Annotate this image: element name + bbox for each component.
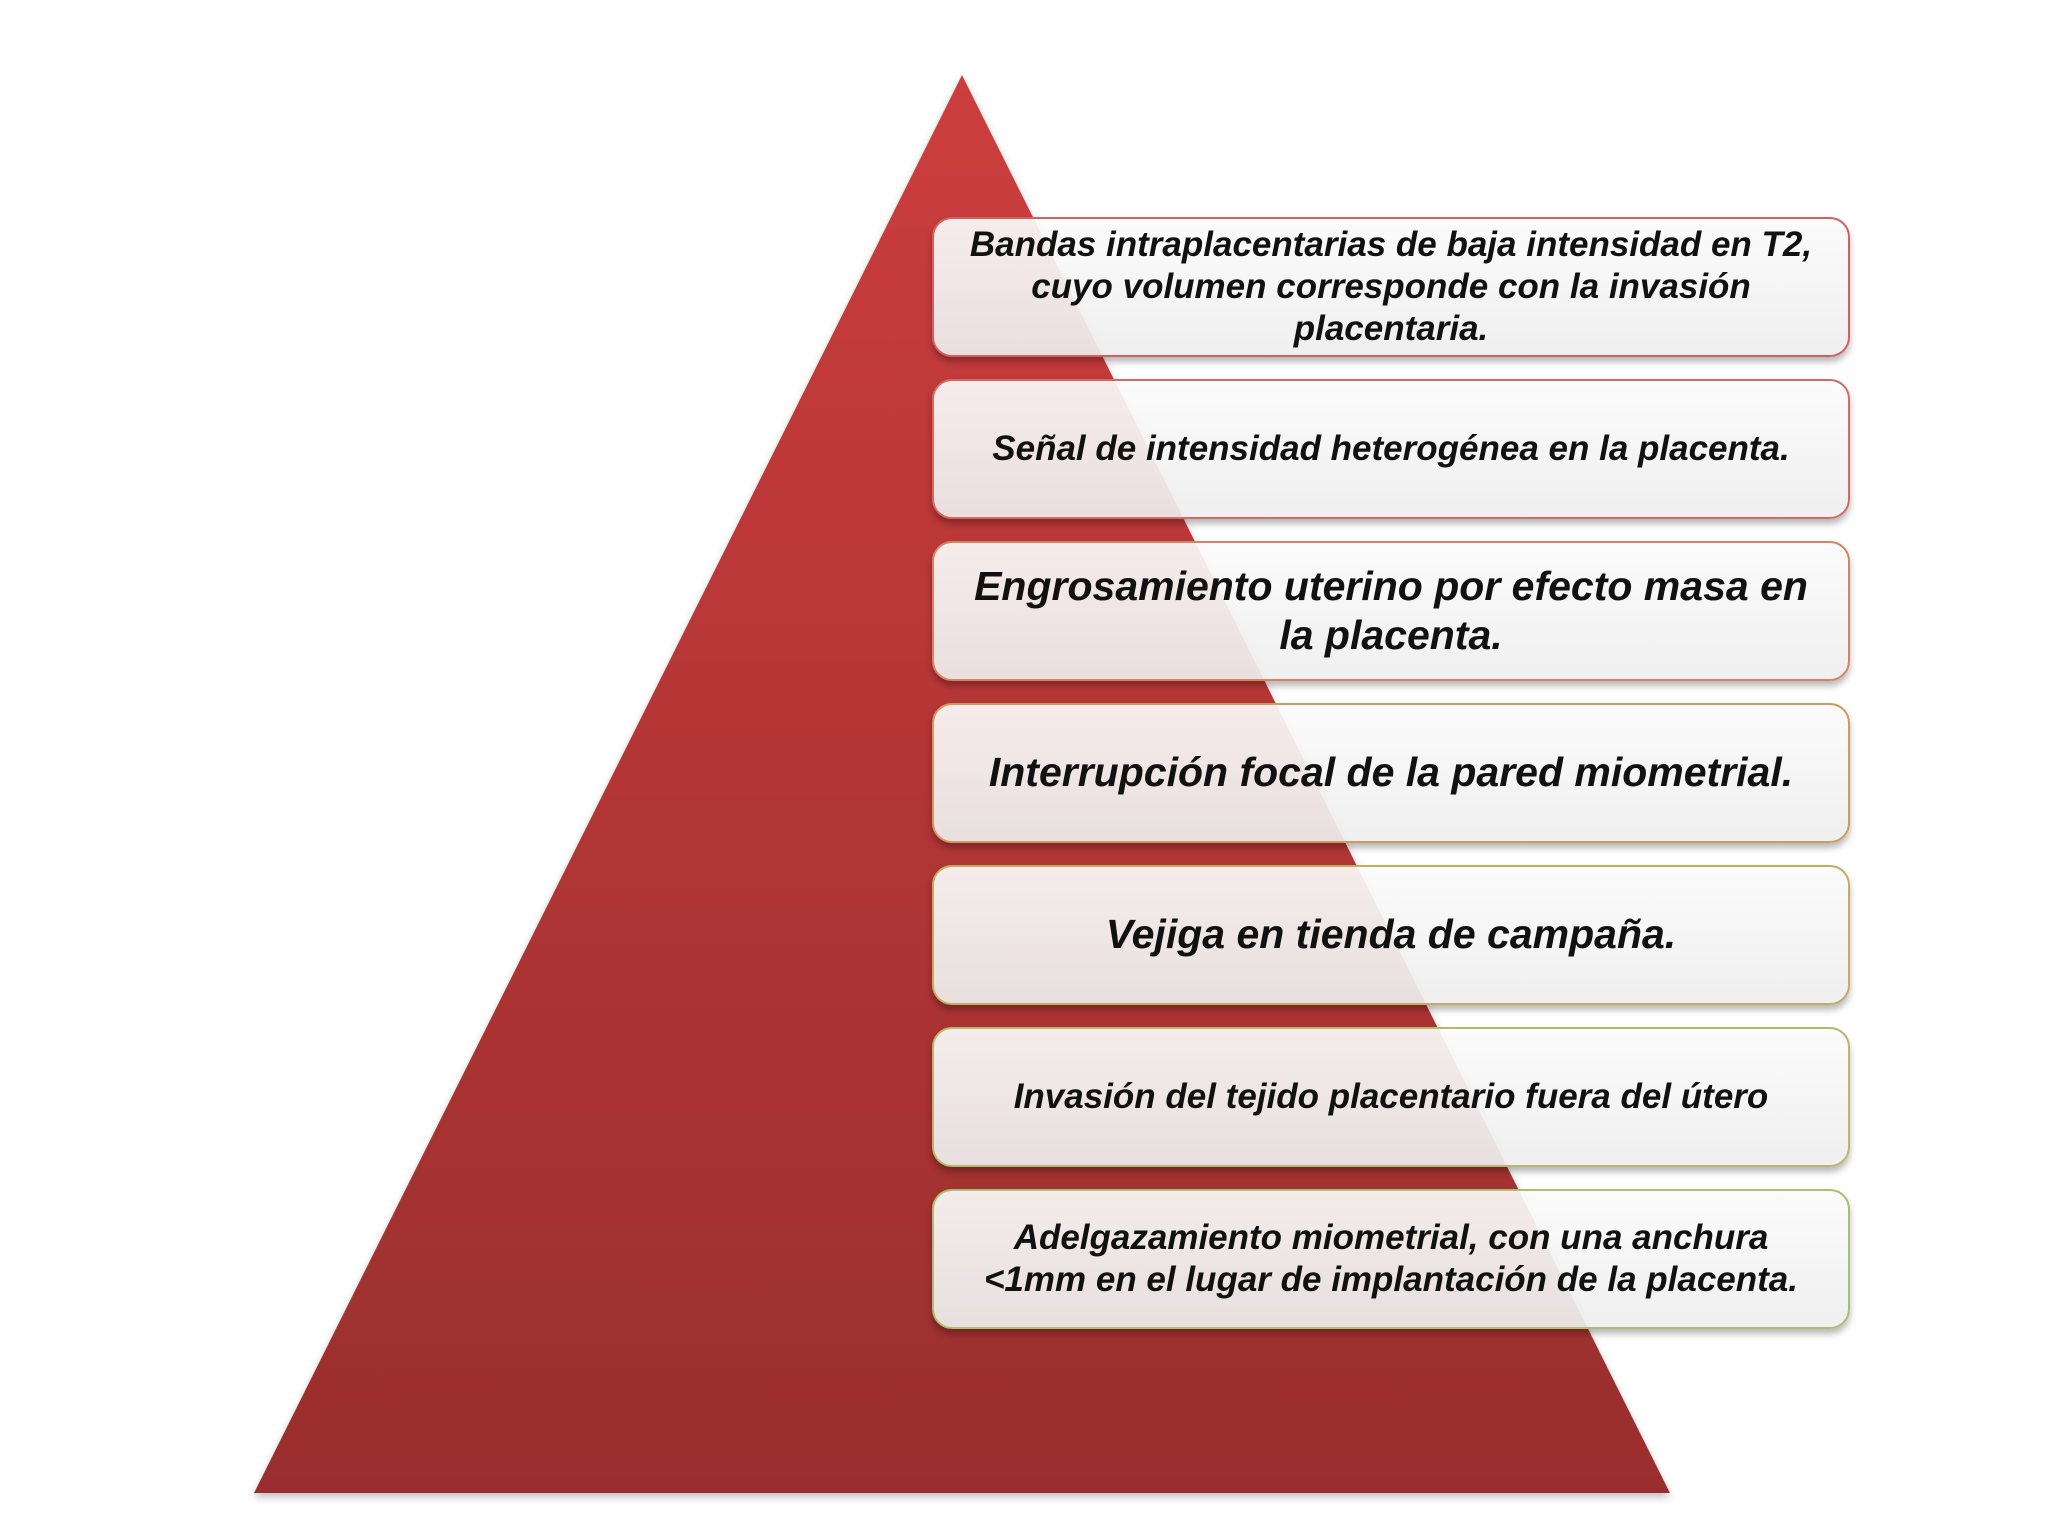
pyramid-level-1: Bandas intraplacentarias de baja intensi…	[932, 217, 1850, 357]
pyramid-level-6: Invasión del tejido placentario fuera de…	[932, 1027, 1850, 1167]
pyramid-level-5-label: Vejiga en tienda de campaña.	[1105, 911, 1677, 958]
pyramid-level-4: Interrupción focal de la pared miometria…	[932, 703, 1850, 843]
pyramid-level-2-label: Señal de intensidad heterogénea en la pl…	[992, 429, 1790, 468]
pyramid-level-6-label: Invasión del tejido placentario fuera de…	[1013, 1077, 1769, 1116]
pyramid-level-3-label: Engrosamiento uterino por efecto masa en…	[974, 562, 1808, 658]
pyramid-level-7: Adelgazamiento miometrial, con una anchu…	[932, 1189, 1850, 1329]
pyramid-level-4-label: Interrupción focal de la pared miometria…	[988, 749, 1794, 796]
pyramid-level-5: Vejiga en tienda de campaña.	[932, 865, 1850, 1005]
pyramid-level-3: Engrosamiento uterino por efecto masa en…	[932, 541, 1850, 681]
pyramid-level-2: Señal de intensidad heterogénea en la pl…	[932, 379, 1850, 519]
pyramid-level-1-label: Bandas intraplacentarias de baja intensi…	[969, 225, 1813, 348]
pyramid-level-7-label: Adelgazamiento miometrial, con una anchu…	[983, 1218, 1798, 1299]
